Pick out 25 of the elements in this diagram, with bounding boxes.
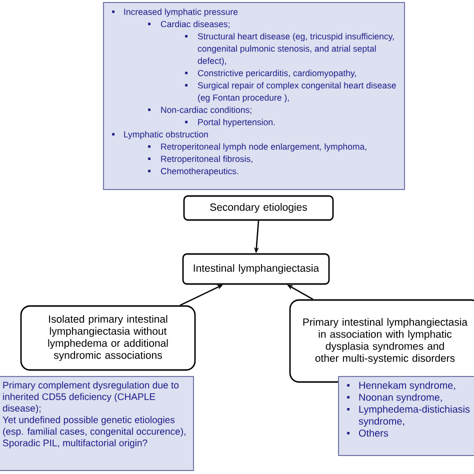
list-item: Non-cardiac conditions;: [148, 106, 252, 114]
list-item: Lymphatic obstruction: [112, 131, 208, 140]
list-item: Others: [347, 429, 388, 437]
list-box: [338, 376, 474, 456]
list-item: Surgical repair of complex congenital heart disease (eg Fontan procedure ),: [185, 82, 396, 102]
rounded-box: Secondary etiologies: [183, 195, 334, 221]
list-box: [0, 376, 194, 471]
list-item: Constrictive pericarditis, cardiomyopathy,: [185, 70, 356, 78]
list-item: Retroperitoneal fibrosis,: [148, 156, 252, 164]
rounded-box: Isolated primary intestinal lymphangiectasia without lymphedema or additional syndromic associations: [20, 305, 196, 371]
list-box: [103, 2, 405, 190]
list-item: Portal hypertension.: [185, 118, 275, 127]
list-item: Yet undefined possible genetic etiologies (esp. familial cases, congenital occurence),: [2, 416, 186, 437]
rounded-box: Primary intestinal lymphangiectasia in association with lymphatic dysplasia syndromes and other multi-systemic disorders: [289, 299, 474, 383]
list-item: Structural heart disease (eg, tricuspid insufficiency, congenital pulmonic stenosis, and atrial septal defect),: [185, 33, 394, 66]
list-item: Primary complement dysregulation due to inherited CD55 deficiency (CHAPLE disease);: [2, 382, 179, 414]
list-item: Sporadic PIL, multifactorial origin?: [2, 439, 148, 448]
list-item: Lymphedema-distichiasis syndrome,: [347, 405, 470, 427]
rounded-box: Intestinal lymphangiectasia: [182, 253, 330, 285]
list-item: Noonan syndrome,: [347, 393, 442, 403]
list-item: Chemotherapeutics.: [148, 168, 238, 176]
list-item: Hennekam syndrome,: [347, 382, 456, 391]
list-item: Cardiac diseases;: [148, 20, 230, 28]
list-item: Increased lymphatic pressure: [112, 8, 238, 17]
list-item: Retroperitoneal lymph node enlargement, lymphoma,: [148, 143, 366, 152]
